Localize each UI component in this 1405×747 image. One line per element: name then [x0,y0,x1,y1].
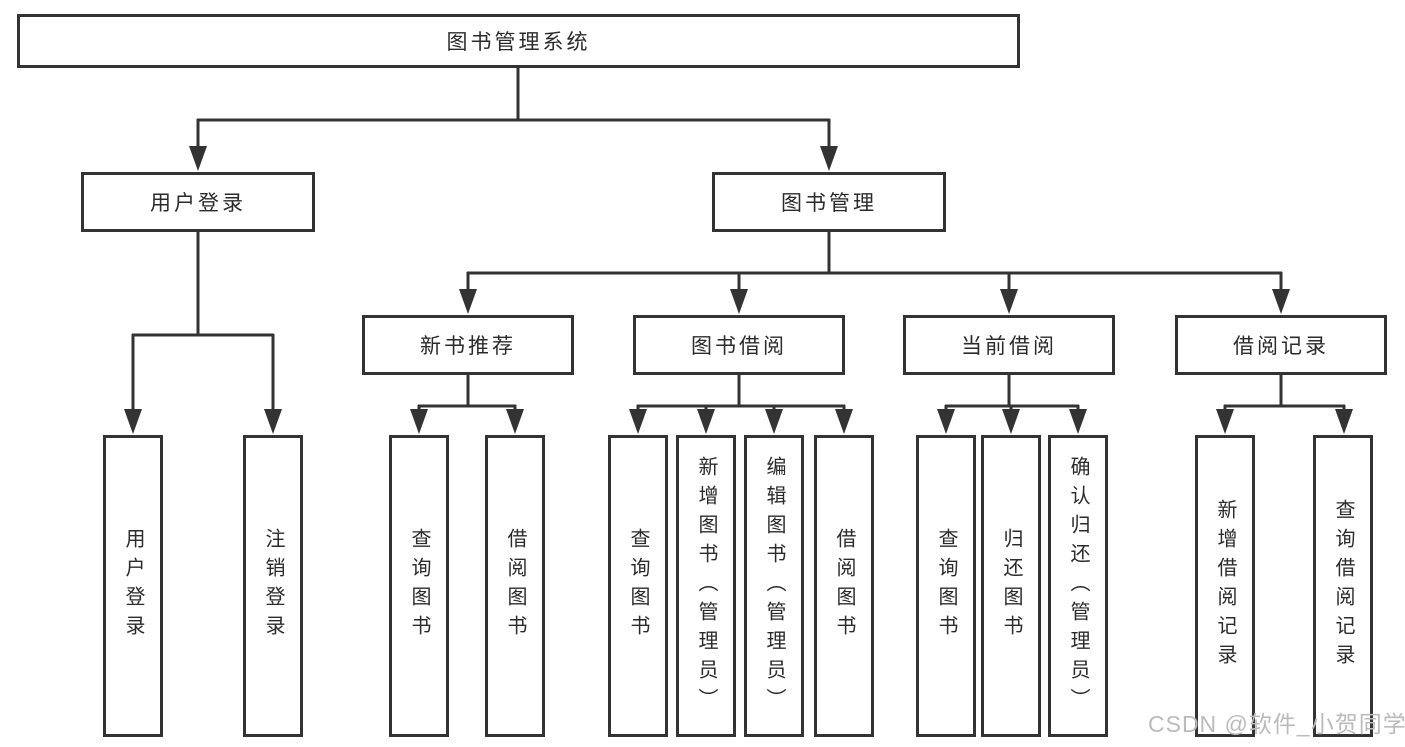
leaf-return-books: 归还图书 [981,435,1041,737]
leaf-add-borrow-record: 新增借阅记录 [1195,435,1255,737]
connector-newbook-to-leaves [417,374,517,414]
arrow-down-icon [765,409,783,434]
node-label: 图书管理系统 [446,31,591,54]
node-label: 借阅图书 [833,528,855,644]
arrow-down-icon [1335,409,1353,434]
leaf-edit-book-admin: 编辑图书（管理员） [744,435,804,737]
arrow-down-icon [1216,409,1234,434]
node-new-book-recommend: 新书推荐 [362,315,574,375]
node-current-borrow: 当前借阅 [903,315,1115,375]
node-label: 查询图书 [408,528,430,644]
node-label: 编辑图书（管理员） [763,455,785,717]
arrow-down-icon [1002,409,1020,434]
connector-bookborrow-to-leaves [636,374,846,414]
leaf-borrow-books-recommend: 借阅图书 [485,435,545,737]
node-label: 归还图书 [1000,528,1022,644]
node-label: 查询图书 [935,528,957,644]
arrow-down-icon [124,409,142,434]
node-label: 查询借阅记录 [1332,499,1354,673]
arrow-down-icon [1069,409,1087,434]
arrow-down-icon [1272,289,1290,314]
arrow-down-icon [835,409,853,434]
leaf-query-books-borrow: 查询图书 [608,435,668,737]
leaf-confirm-return-admin: 确认归还（管理员） [1048,435,1108,737]
arrow-down-icon [410,409,428,434]
leaf-query-borrow-record: 查询借阅记录 [1313,435,1373,737]
connector-records-to-leaves [1223,374,1346,414]
node-label: 用户登录 [150,192,246,215]
node-label: 当前借阅 [961,335,1057,358]
connector-userlogin-to-leaves [131,231,275,414]
arrow-down-icon [697,409,715,434]
node-book-borrow: 图书借阅 [633,315,845,375]
node-label: 图书管理 [781,192,877,215]
arrow-down-icon [459,289,477,314]
node-borrow-records: 借阅记录 [1175,315,1387,375]
node-label: 新增图书（管理员） [695,455,717,717]
node-book-management: 图书管理 [712,172,946,232]
node-label: 确认归还（管理员） [1067,455,1089,717]
node-label: 借阅图书 [504,528,526,644]
node-label: 新书推荐 [420,335,516,358]
node-label: 借阅记录 [1233,335,1329,358]
leaf-query-books-current: 查询图书 [916,435,976,737]
arrow-down-icon [506,409,524,434]
connector-currentborrow-to-leaves [944,374,1080,414]
arrow-down-icon [820,146,838,171]
leaf-borrow-books: 借阅图书 [814,435,874,737]
node-system-root: 图书管理系统 [17,14,1020,68]
node-label: 注销登录 [262,528,284,644]
leaf-add-book-admin: 新增图书（管理员） [676,435,736,737]
node-user-login: 用户登录 [81,172,315,232]
node-label: 图书借阅 [691,335,787,358]
arrow-down-icon [629,409,647,434]
node-label: 查询图书 [627,528,649,644]
arrow-down-icon [730,289,748,314]
connector-root-to-level2 [196,67,831,150]
arrow-down-icon [1000,289,1018,314]
csdn-watermark: CSDN @软件_小贺同学 [1148,711,1405,737]
leaf-logout: 注销登录 [243,435,303,737]
node-label: 新增借阅记录 [1214,499,1236,673]
leaf-user-login: 用户登录 [103,435,163,737]
node-label: 用户登录 [122,528,144,644]
arrow-down-icon [264,409,282,434]
leaf-query-books-recommend: 查询图书 [389,435,449,737]
arrow-down-icon [189,146,207,171]
arrow-down-icon [937,409,955,434]
connector-bookmgmt-to-level3 [466,231,1283,293]
